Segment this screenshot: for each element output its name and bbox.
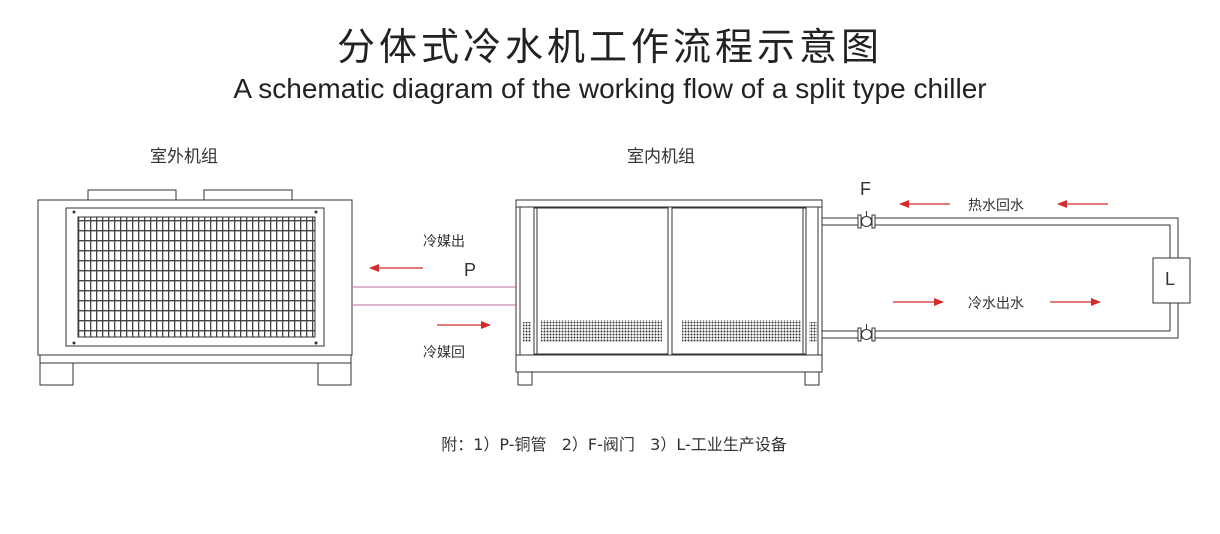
footnote: 附：1）P-铜管 2）F-阀门 3）L-工业生产设备 (441, 435, 787, 454)
outdoor-unit (37, 189, 353, 386)
water-arrows (893, 200, 1108, 306)
hot-water-return-label: 热水回水 (968, 198, 1024, 214)
outdoor-unit-label: 室外机组 (150, 147, 218, 167)
pipe-letter-p: P (464, 260, 477, 280)
valve-bottom-icon (857, 324, 876, 342)
refrigerant-pipes (352, 264, 516, 329)
valve-top-icon (857, 211, 876, 229)
equipment-box (1152, 257, 1191, 304)
indoor-unit-label: 室内机组 (627, 147, 695, 167)
refrigerant-out-label: 冷媒出 (423, 234, 465, 250)
diagram-subtitle: A schematic diagram of the working flow … (233, 73, 987, 104)
equipment-letter-l: L (1165, 269, 1176, 289)
refrigerant-return-label: 冷媒回 (423, 345, 465, 361)
water-loop (822, 211, 1191, 342)
cold-water-supply-label: 冷水出水 (968, 296, 1024, 312)
valve-letter-f: F (860, 179, 871, 199)
indoor-unit (515, 199, 823, 386)
diagram-title: 分体式冷水机工作流程示意图 (336, 25, 883, 69)
